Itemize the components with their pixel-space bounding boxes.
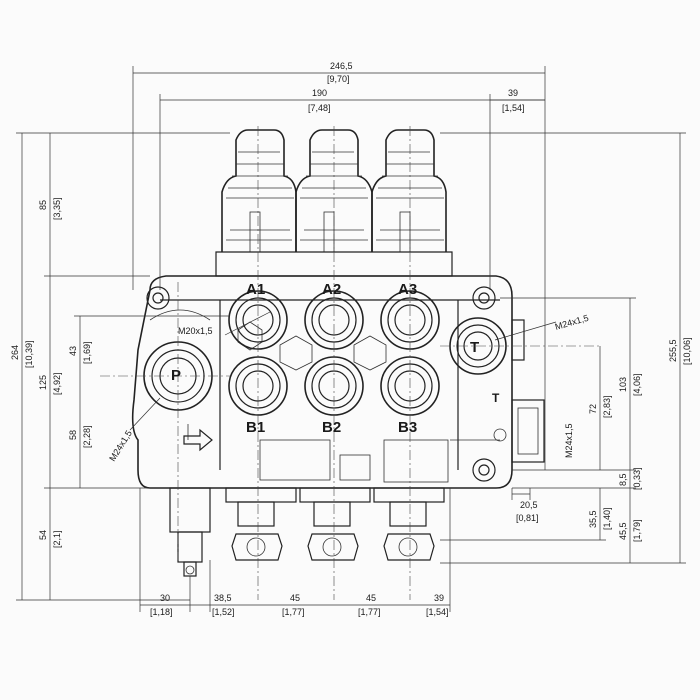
dim-b-30-in: [1,18] (150, 607, 173, 617)
port-label-b2: B2 (322, 419, 341, 436)
port-label-a2: A2 (322, 281, 341, 298)
dim-side-20-5-in: [0,81] (516, 513, 539, 523)
dim-overall-width: 246,5 (330, 61, 353, 71)
port-label-b1: B1 (246, 419, 265, 436)
dim-right-45-5-in: [1,79] (632, 519, 642, 542)
dim-upper-ports: 43 (68, 346, 78, 356)
dim-bottom-height-in: [2,1] (52, 530, 62, 548)
port-circles (143, 290, 507, 416)
dim-overall-width-in: [9,70] (327, 74, 350, 84)
dim-right-72-in: [2,83] (602, 395, 612, 418)
dim-right-height-in: [10,06] (682, 337, 692, 365)
port-label-t-side: T (492, 391, 500, 405)
dim-side-20-5: 20,5 (520, 500, 538, 510)
dim-b-45b: 45 (366, 593, 376, 603)
dim-body-height: 125 (38, 375, 48, 390)
dim-b-38-5: 38,5 (214, 593, 232, 603)
bottom-fittings (169, 487, 445, 577)
dim-lower-ports: 58 (68, 430, 78, 440)
dim-right-8-5: 8,5 (618, 473, 628, 486)
dimension-texts-bottom: 30 [1,18] 38,5 [1,52] 45 [1,77] 45 [1,77… (150, 593, 449, 617)
dim-left-height: 264 (10, 345, 20, 360)
dim-right-offset-in: [1,54] (502, 103, 525, 113)
dim-b-45a: 45 (290, 593, 300, 603)
dim-right-8-5-in: [0,33] (632, 467, 642, 490)
dim-inner-width: 190 (312, 88, 327, 98)
dim-body-height-in: [4,92] (52, 372, 62, 395)
thread-m24-left: M24x1,5 (107, 428, 134, 463)
dim-b-39: 39 (434, 593, 444, 603)
dim-right-height: 255,5 (668, 339, 678, 362)
port-label-p: P (171, 367, 181, 384)
dimension-lines (16, 66, 686, 612)
center-lines (100, 126, 600, 600)
dim-b-30: 30 (160, 593, 170, 603)
dim-b-39-in: [1,54] (426, 607, 449, 617)
dim-inner-width-in: [7,48] (308, 103, 331, 113)
dim-lower-ports-in: [2,28] (82, 425, 92, 448)
dimension-texts-right: 255,5 [10,06] 103 [4,06] 72 [2,83] 8,5 [… (516, 337, 692, 542)
dim-right-offset: 39 (508, 88, 518, 98)
valve-body (131, 275, 545, 489)
dim-right-35-5-in: [1,40] (602, 507, 612, 530)
port-label-a3: A3 (398, 281, 417, 298)
port-label-b3: B3 (398, 419, 417, 436)
dim-b-38-5-in: [1,52] (212, 607, 235, 617)
dim-right-body-in: [4,06] (632, 373, 642, 396)
dim-right-35-5: 35,5 (588, 510, 598, 528)
port-label-t: T (470, 339, 479, 356)
dim-right-body: 103 (618, 377, 628, 392)
dim-b-45a-in: [1,77] (282, 607, 305, 617)
dim-right-72: 72 (588, 404, 598, 414)
dim-left-height-in: [10,39] (24, 340, 34, 368)
dim-lever-height-in: [3,35] (52, 197, 62, 220)
dimension-texts-top: 246,5 [9,70] 190 [7,48] 39 [1,54] (308, 61, 525, 113)
port-labels: A1 A2 A3 B1 B2 B3 P T T (171, 281, 500, 436)
dim-b-45b-in: [1,77] (358, 607, 381, 617)
dim-bottom-height: 54 (38, 530, 48, 540)
thread-m24-side: M24x1,5 (564, 423, 574, 458)
dim-upper-ports-in: [1,69] (82, 341, 92, 364)
dimension-texts-left: 264 [10,39] 85 [3,35] 125 [4,92] 43 [1,6… (10, 197, 92, 548)
dim-right-45-5: 45,5 (618, 522, 628, 540)
thread-m24-right: M24x1,5 (554, 313, 590, 332)
dim-lever-height: 85 (38, 200, 48, 210)
thread-m20: M20x1,5 (178, 326, 213, 336)
port-label-a1: A1 (246, 281, 265, 298)
